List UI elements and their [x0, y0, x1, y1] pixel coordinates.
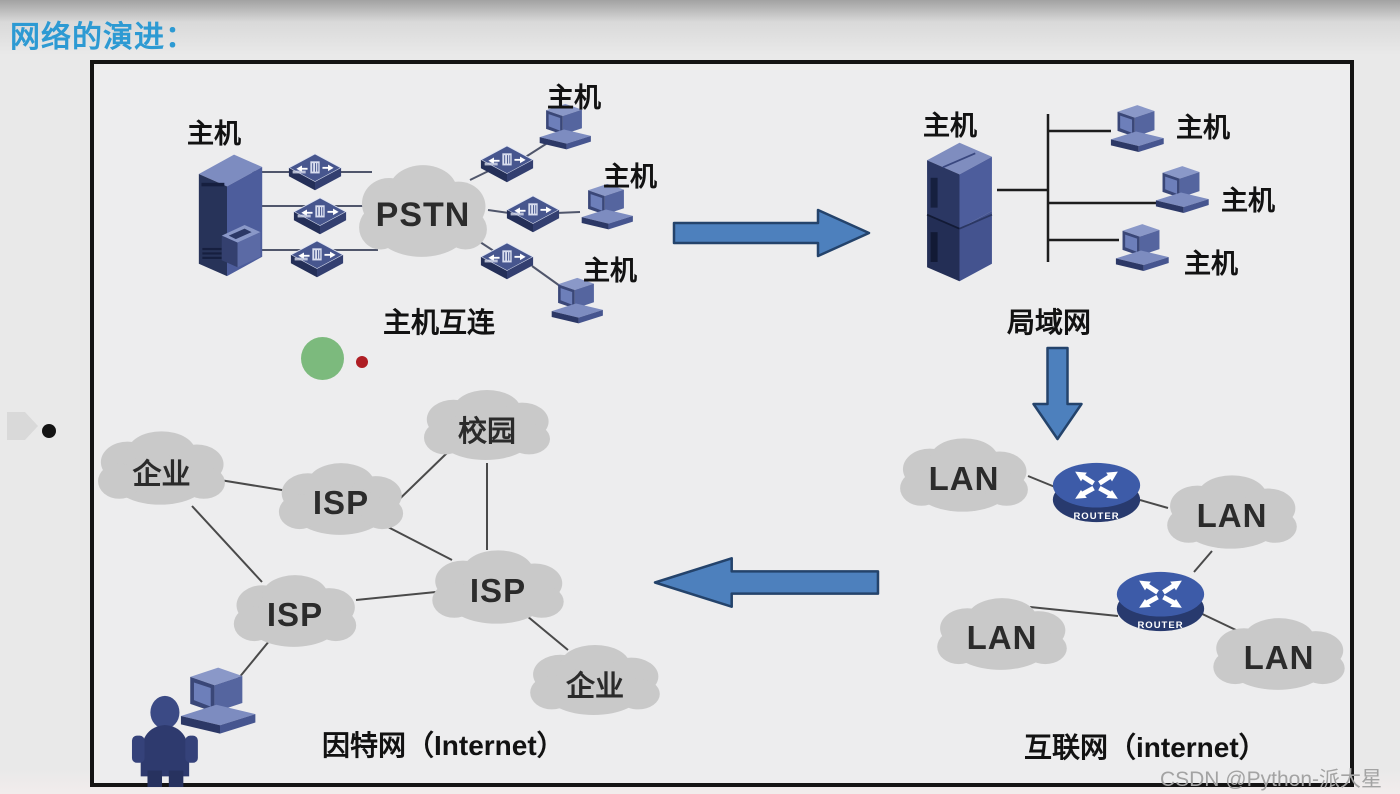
page-title: 网络的演进： [10, 21, 196, 54]
lan-cloud: LAN [930, 591, 1074, 677]
user-pc-icon [126, 662, 262, 788]
stage2-host-label: 主机 [1221, 186, 1275, 216]
modem-icon [479, 144, 535, 185]
enterprise-cloud: 企业 [91, 424, 232, 512]
stage1-host-label: 主机 [187, 119, 241, 149]
modem-icon [292, 196, 348, 237]
bullet-arrow-icon [7, 412, 38, 440]
modem-icon [289, 239, 345, 280]
isp-cloud-label: ISP [312, 484, 370, 521]
router-label: ROUTER [1073, 511, 1120, 522]
stage1-host-label: 主机 [603, 162, 657, 192]
host-tower-icon [183, 144, 271, 285]
lan-cloud-label: LAN [1196, 497, 1268, 534]
pstn-cloud: PSTN [352, 156, 494, 266]
router-icon: ROUTER [1048, 455, 1145, 529]
bullet-dot [42, 424, 56, 438]
lan-cloud: LAN [1160, 468, 1304, 556]
lan-cloud-label: LAN [966, 619, 1038, 656]
lan-cloud: LAN [893, 431, 1035, 519]
watermark: CSDN @Python-派大星 [1159, 768, 1382, 791]
pstn-cloud-label: PSTN [375, 195, 471, 234]
red-dot-marker [356, 356, 368, 368]
stage1-host-label: 主机 [547, 83, 601, 113]
enterprise-cloud-label: 企业 [565, 671, 624, 703]
arrow-right-icon [672, 208, 871, 258]
stage2-host-label: 主机 [1184, 249, 1238, 279]
isp-cloud: ISP [272, 456, 410, 542]
pc-icon [1108, 220, 1174, 281]
stage2-caption: 局域网 [1007, 307, 1092, 338]
stage1-caption: 主机互连 [383, 307, 496, 338]
server-tower-icon [920, 134, 999, 283]
modem-icon [479, 241, 535, 282]
pc-icon [1103, 101, 1169, 162]
lan-cloud-label: LAN [928, 460, 1000, 497]
pc-icon [1148, 162, 1214, 223]
lan-cloud: LAN [1206, 611, 1352, 697]
isp-cloud-label: ISP [469, 572, 527, 609]
stage2-host-label: 主机 [923, 111, 977, 141]
campus-cloud: 校园 [417, 383, 557, 467]
router-label: ROUTER [1137, 620, 1184, 631]
isp-cloud: ISP [227, 568, 363, 654]
stage4-caption: 因特网（Internet） [322, 730, 565, 761]
router-icon: ROUTER [1112, 564, 1209, 638]
arrow-down-icon [1032, 346, 1083, 441]
stage1-host-label: 主机 [583, 256, 637, 286]
enterprise-cloud: 企业 [523, 638, 667, 722]
modem-icon [287, 152, 343, 193]
campus-cloud-label: 校园 [457, 416, 516, 448]
isp-cloud-label: ISP [266, 596, 324, 633]
arrow-left-icon [653, 557, 880, 608]
isp-cloud: ISP [425, 543, 571, 631]
lan-cloud-label: LAN [1243, 639, 1315, 676]
modem-icon [505, 194, 561, 235]
stage3-caption: 互联网（internet） [1024, 732, 1267, 763]
stage2-host-label: 主机 [1176, 113, 1230, 143]
enterprise-cloud-label: 企业 [132, 459, 191, 491]
green-dot-marker [301, 337, 344, 380]
